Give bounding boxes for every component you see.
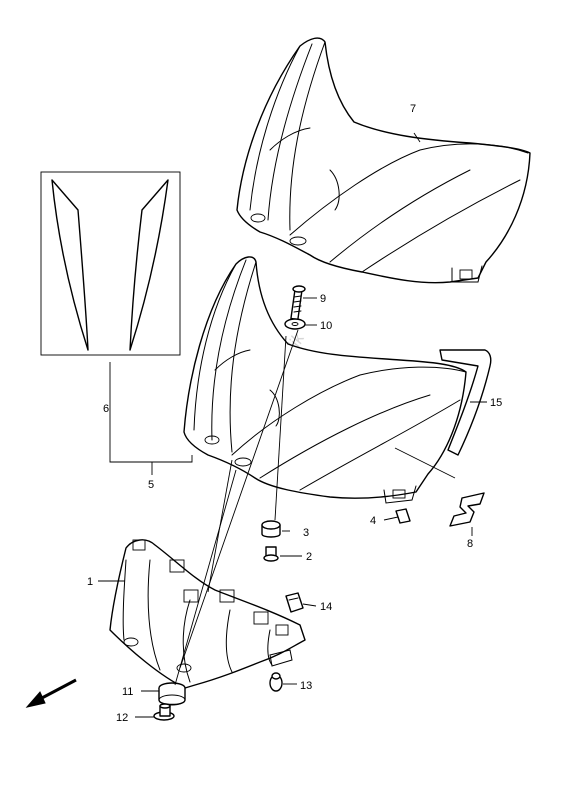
callout-14: 14 (320, 601, 332, 613)
callout-15: 15 (490, 397, 502, 409)
clip-14[interactable] (285, 592, 304, 613)
callout-6: 6 (103, 403, 109, 415)
front-direction-arrow-icon (25, 678, 77, 708)
callout-7: 7 (410, 103, 416, 115)
callout-5: 5 (148, 479, 154, 491)
callout-13: 13 (300, 680, 312, 692)
callout-4: 4 (370, 515, 376, 527)
tank-bracket[interactable] (109, 539, 306, 689)
nut-4[interactable] (395, 508, 411, 524)
callout-9: 9 (320, 293, 326, 305)
callout-10: 10 (320, 320, 332, 332)
screw-9[interactable] (290, 285, 306, 321)
tank-cover-inner[interactable] (183, 256, 467, 504)
collar-12[interactable] (153, 703, 175, 721)
callout-12: 12 (116, 712, 128, 724)
collar-2[interactable] (263, 546, 279, 562)
emblem[interactable] (449, 492, 485, 527)
decal-right (129, 179, 169, 351)
callout-3: 3 (303, 527, 309, 539)
tank-cover-outer[interactable] (236, 37, 531, 284)
bolt-13[interactable] (269, 672, 283, 692)
side-strip[interactable] (439, 349, 492, 456)
washer-10[interactable] (284, 318, 306, 330)
callout-11: 11 (122, 686, 133, 698)
callout-8: 8 (467, 538, 473, 550)
grommet-3[interactable] (261, 520, 281, 538)
decal-left (51, 179, 89, 351)
callout-1: 1 (87, 576, 93, 588)
grommet-11[interactable] (158, 682, 186, 706)
callout-2: 2 (306, 551, 312, 563)
decal-box (40, 171, 181, 356)
